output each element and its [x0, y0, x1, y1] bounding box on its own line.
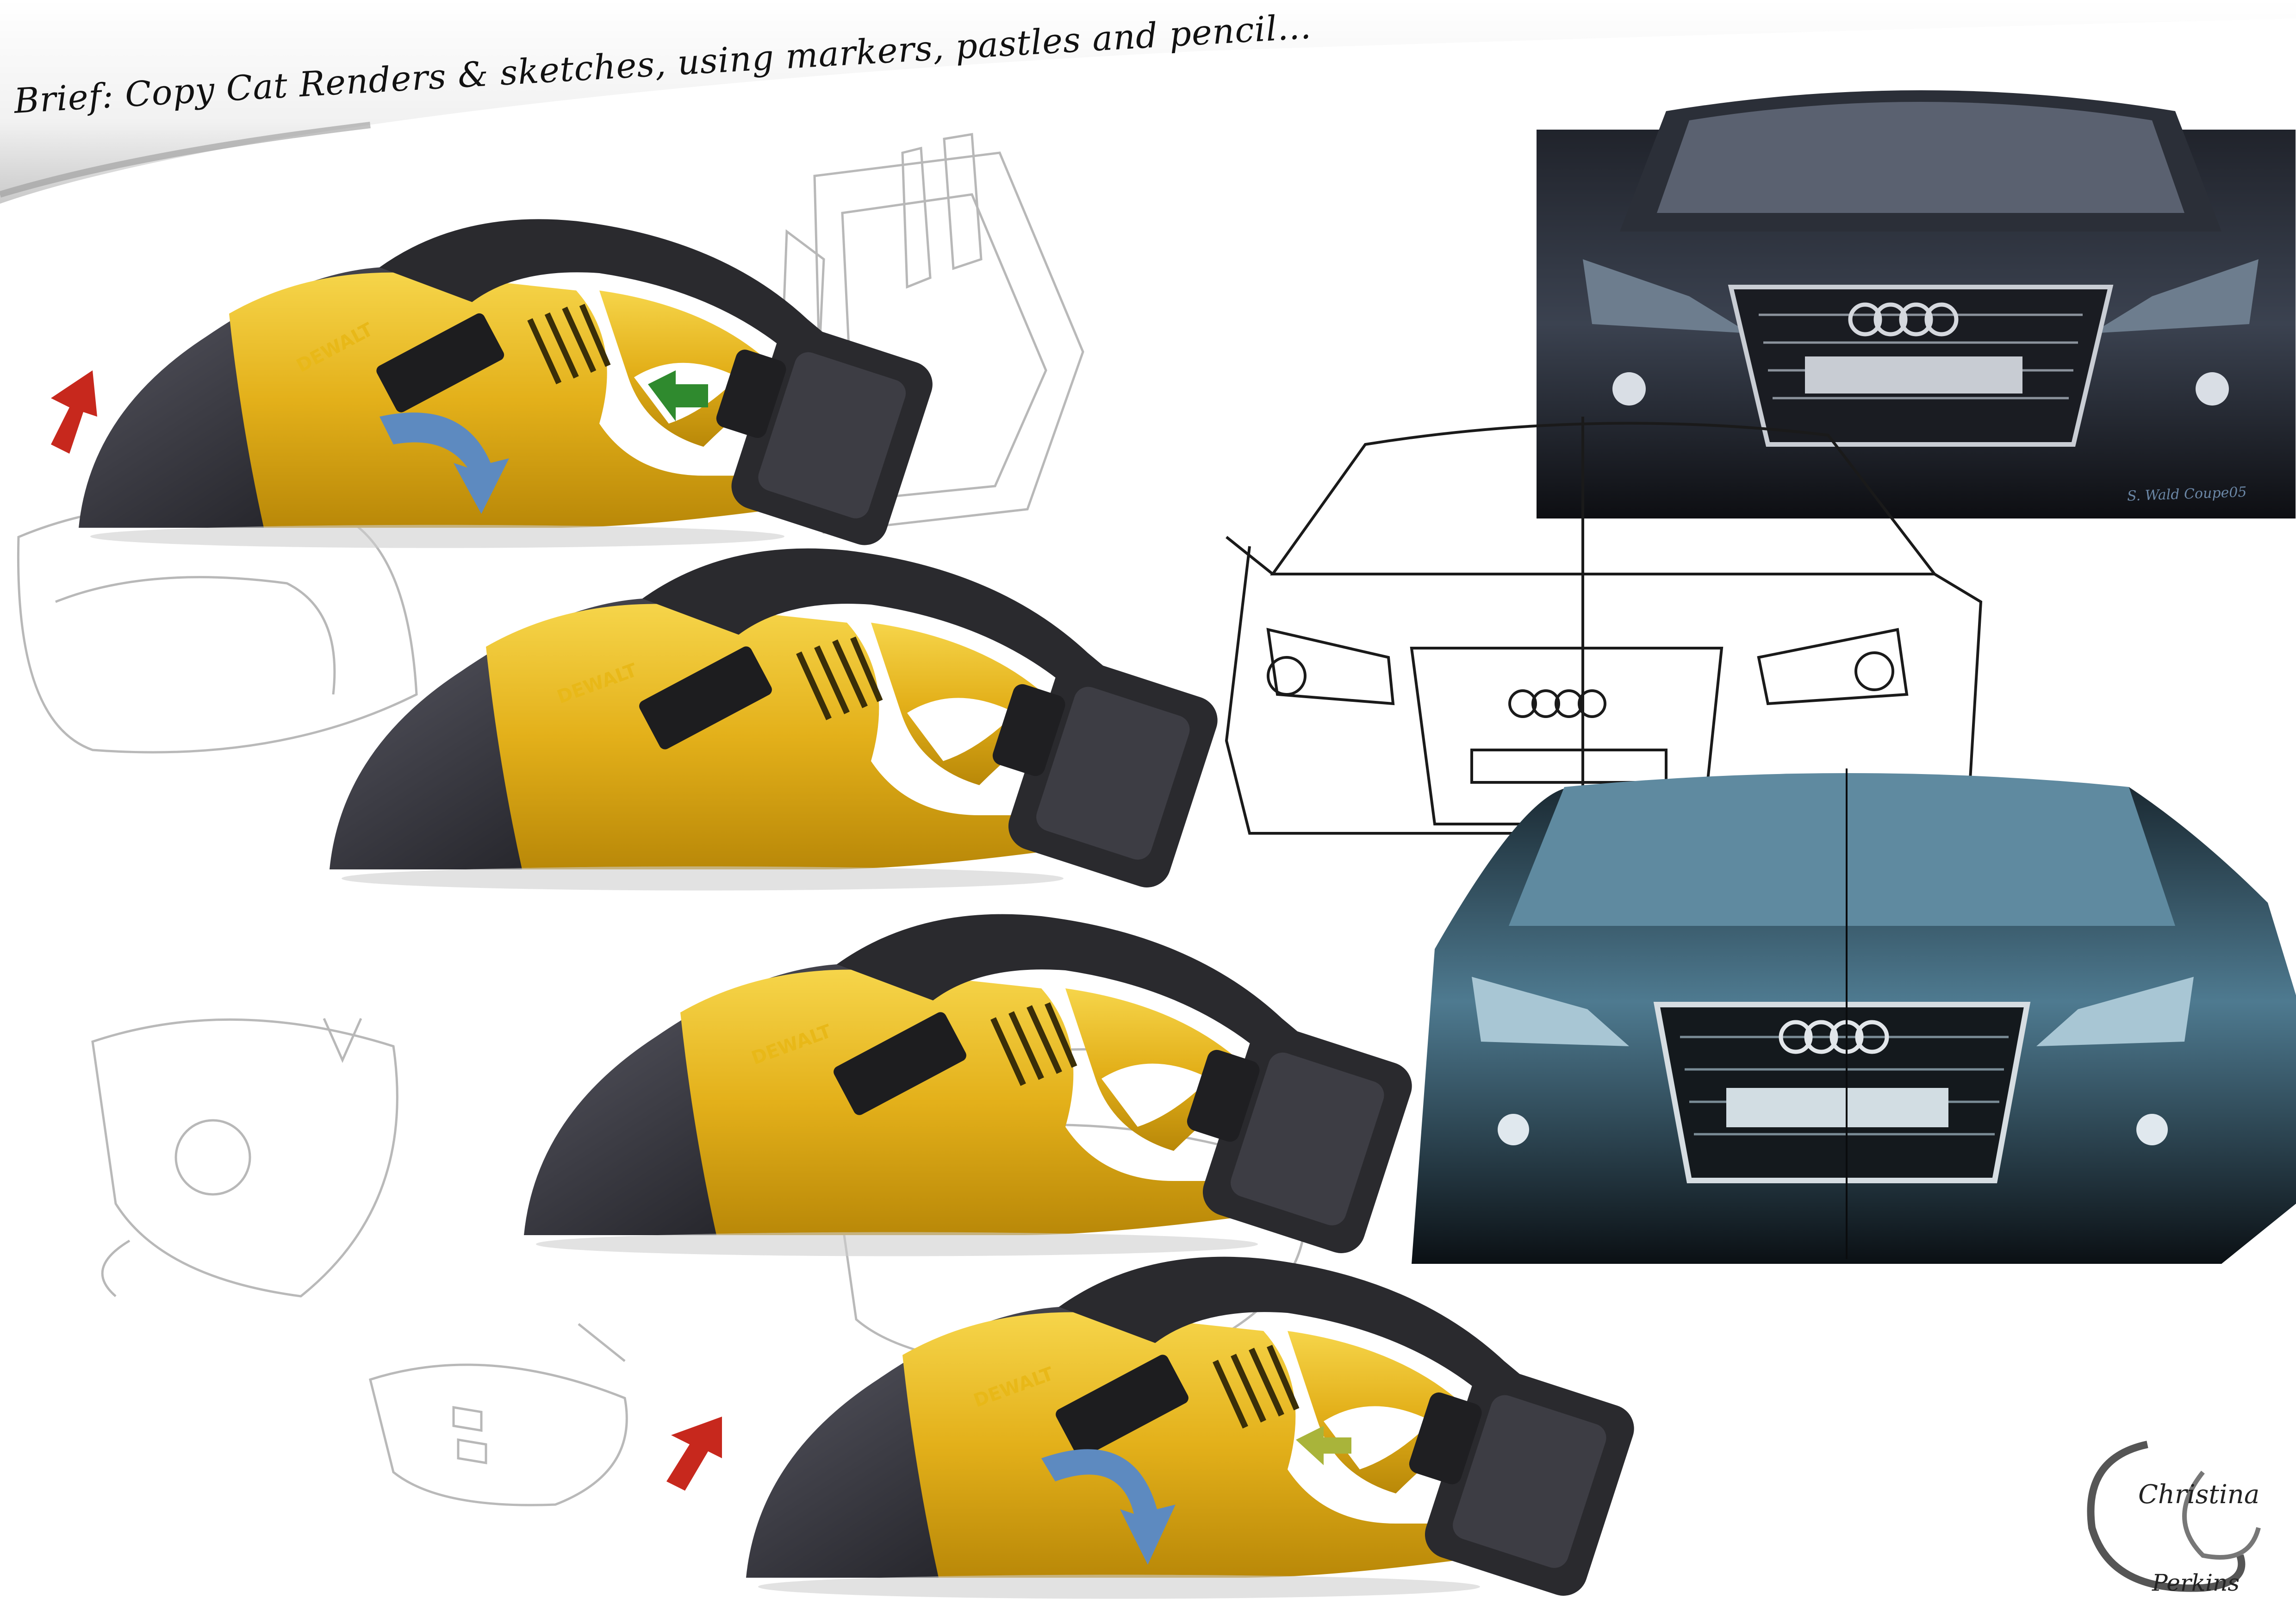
car-render-dark: [1537, 90, 2296, 518]
arrow-red-2: [666, 1417, 722, 1491]
arrow-olive: [1296, 1426, 1351, 1465]
vacuum-render-3: [524, 914, 1418, 1260]
arrow-green: [648, 370, 708, 421]
audi-rings-sketch: [1508, 689, 1606, 718]
vacuum-render-1: [79, 219, 939, 551]
arrow-red-1: [51, 370, 97, 454]
signature-last-name: Perkins: [2152, 1569, 2240, 1596]
audi-rings-dark: [1848, 302, 1959, 337]
vacuum-render-2: [330, 549, 1224, 894]
banner-shadow: [0, 122, 371, 198]
banner-curl: [0, 0, 2296, 204]
arrow-blue-2: [1041, 1449, 1176, 1565]
signature-swirl-inner: [2182, 1470, 2261, 1560]
car-render-blue: [1412, 768, 2296, 1264]
arrow-blue-1: [380, 412, 509, 514]
signature-swirl: [2087, 1441, 2246, 1592]
signature-first-name: Christina: [2138, 1480, 2260, 1510]
vacuum-render-4: [746, 1257, 1640, 1602]
